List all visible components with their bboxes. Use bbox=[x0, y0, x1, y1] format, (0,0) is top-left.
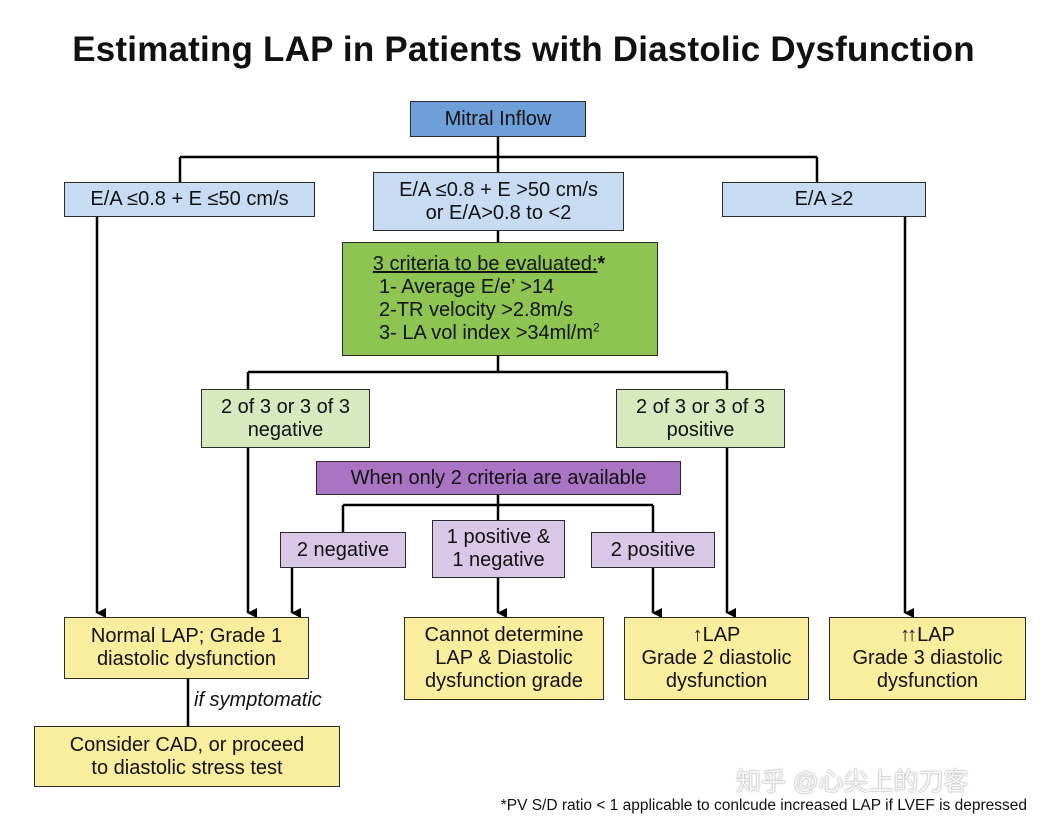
ea-high-box: E/A ≥2 bbox=[722, 182, 926, 217]
criterion-2: 2-TR velocity >2.8m/s bbox=[379, 299, 573, 321]
consider-cad-box: Consider CAD, or proceed to diastolic st… bbox=[34, 726, 340, 787]
positive-result-box: 2 of 3 or 3 of 3 positive bbox=[616, 389, 785, 448]
ea-mid-line2: or E/A>0.8 to <2 bbox=[425, 201, 572, 224]
criterion-3-superscript: 2 bbox=[593, 320, 600, 335]
positive-line2: positive bbox=[666, 418, 735, 441]
criterion-3: 3- LA vol index >34ml/m2 bbox=[379, 320, 600, 344]
mixed-line1: 1 positive & bbox=[446, 526, 551, 548]
footnote: *PV S/D ratio < 1 applicable to conlcude… bbox=[500, 797, 1027, 814]
mixed-line2: 1 negative bbox=[452, 549, 545, 571]
grade3-line3: dysfunction bbox=[876, 670, 979, 692]
ea-mid-line1: E/A ≤0.8 + E >50 cm/s bbox=[399, 178, 598, 201]
consider-line1: Consider CAD, or proceed bbox=[69, 733, 305, 756]
watermark: 知乎 @心尖上的刀客 bbox=[736, 768, 969, 796]
ea-mid-box: E/A ≤0.8 + E >50 cm/s or E/A>0.8 to <2 bbox=[373, 172, 624, 231]
ea-high-label: E/A ≥2 bbox=[794, 188, 854, 210]
two-criteria-label: When only 2 criteria are available bbox=[350, 466, 647, 489]
ea-low-label: E/A ≤0.8 + E ≤50 cm/s bbox=[90, 188, 289, 210]
mitral-inflow-box: Mitral Inflow bbox=[410, 101, 586, 137]
negative-line2: negative bbox=[247, 418, 324, 441]
grade2-line3: dysfunction bbox=[665, 670, 768, 692]
consider-line2: to diastolic stress test bbox=[91, 756, 283, 779]
grade3-box: ↑↑LAP Grade 3 diastolic dysfunction bbox=[829, 617, 1026, 700]
mitral-inflow-label: Mitral Inflow bbox=[444, 107, 552, 130]
ea-low-box: E/A ≤0.8 + E ≤50 cm/s bbox=[64, 182, 315, 217]
criterion-1: 1- Average E/e’ >14 bbox=[379, 276, 555, 298]
grade2-line1: ↑LAP bbox=[692, 624, 741, 646]
normal-line1: Normal LAP; Grade 1 bbox=[90, 625, 283, 647]
criteria-heading: 3 criteria to be evaluated:* bbox=[372, 253, 606, 275]
normal-line2: diastolic dysfunction bbox=[97, 648, 276, 670]
negative-line1: 2 of 3 or 3 of 3 bbox=[221, 395, 350, 418]
grade3-line1: ↑↑LAP bbox=[900, 624, 955, 646]
cannot-line1: Cannot determine bbox=[424, 624, 584, 646]
normal-lap-box: Normal LAP; Grade 1 diastolic dysfunctio… bbox=[64, 617, 309, 679]
grade3-line2: Grade 3 diastolic bbox=[852, 647, 1003, 669]
two-positive-label: 2 positive bbox=[610, 538, 696, 561]
mixed-result-box: 1 positive & 1 negative bbox=[432, 520, 565, 578]
page-title: Estimating LAP in Patients with Diastoli… bbox=[72, 30, 975, 69]
two-positive-box: 2 positive bbox=[591, 532, 715, 568]
criteria-box: 3 criteria to be evaluated:* 1- Average … bbox=[342, 242, 658, 356]
footnote-star: * bbox=[597, 253, 606, 275]
two-criteria-box: When only 2 criteria are available bbox=[316, 461, 681, 495]
if-symptomatic-label: if symptomatic bbox=[194, 689, 322, 711]
grade2-line2: Grade 2 diastolic bbox=[641, 647, 792, 669]
cannot-line3: dysfunction grade bbox=[425, 670, 583, 692]
double-up-arrow-icon: ↑↑ bbox=[900, 624, 917, 646]
up-arrow-icon: ↑ bbox=[692, 624, 703, 646]
two-negative-box: 2 negative bbox=[280, 532, 406, 568]
negative-result-box: 2 of 3 or 3 of 3 negative bbox=[201, 389, 370, 448]
cannot-line2: LAP & Diastolic bbox=[435, 647, 573, 669]
grade2-box: ↑LAP Grade 2 diastolic dysfunction bbox=[624, 617, 809, 700]
two-negative-label: 2 negative bbox=[296, 538, 390, 561]
positive-line1: 2 of 3 or 3 of 3 bbox=[636, 395, 765, 418]
cannot-determine-box: Cannot determine LAP & Diastolic dysfunc… bbox=[404, 617, 604, 700]
